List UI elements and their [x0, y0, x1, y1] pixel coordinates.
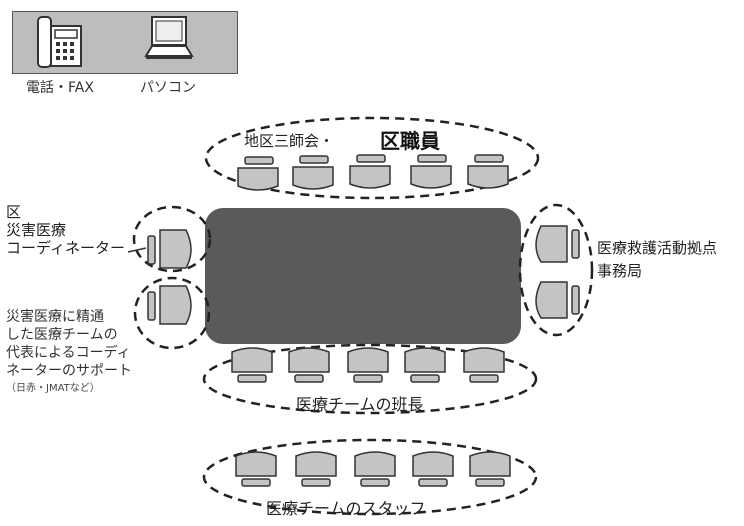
- top-group-label-staff: 区職員: [380, 129, 440, 153]
- laptop-icon: [144, 16, 194, 59]
- right-ellipse: [518, 203, 594, 337]
- top-chairs: [237, 154, 509, 191]
- top-group-label: 地区三師会・: [244, 132, 335, 150]
- left-top-label-line2: 災害医療: [6, 221, 67, 239]
- left-bottom-label-line2: した医療チームの: [6, 327, 118, 343]
- right-chairs: [535, 225, 580, 319]
- left-bottom-label-line4: ネーターのサポート: [6, 363, 132, 379]
- left-top-label-line3: コーディネーター: [6, 239, 125, 257]
- conference-table: [205, 208, 521, 344]
- left-bottom-label-line3: 代表によるコーディ: [6, 345, 131, 361]
- pc-label: パソコン: [140, 80, 196, 96]
- right-label-line2: 事務局: [597, 262, 643, 280]
- phone-icon: [37, 16, 82, 68]
- left-bottom-label-line5: （日赤・JMATなど）: [6, 383, 100, 394]
- left-connector: [127, 247, 147, 253]
- staff-ellipse: [202, 438, 538, 516]
- left-bottom-ellipse: [133, 276, 211, 350]
- left-bottom-label-line1: 災害医療に精通: [6, 309, 104, 325]
- staff-chairs: [235, 451, 511, 487]
- phone-fax-label: 電話・FAX: [26, 80, 94, 96]
- bottom-group-ellipse: [202, 343, 538, 415]
- left-top-ellipse: [132, 205, 212, 273]
- bottom-chairs: [231, 347, 505, 383]
- left-chairs: [147, 229, 192, 325]
- right-label-line1: 医療救護活動拠点: [597, 239, 718, 257]
- bottom-group-label: 医療チームの班長: [296, 395, 424, 414]
- left-top-label-line1: 区: [6, 203, 22, 221]
- top-group-ellipse: [204, 116, 540, 200]
- staff-group-label: 医療チームのスタッフ: [266, 499, 426, 518]
